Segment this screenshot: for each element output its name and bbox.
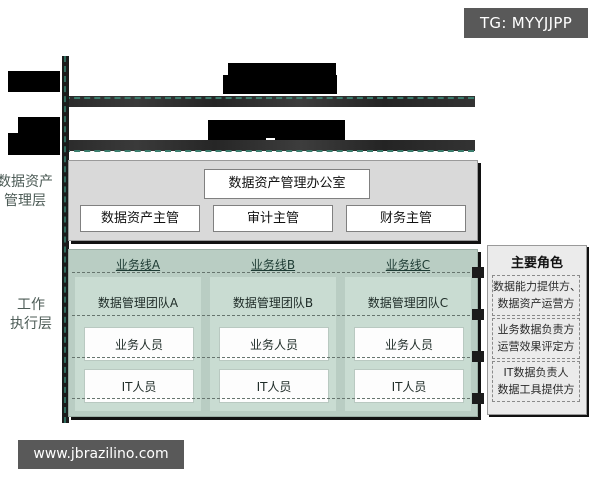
separator-bar-upper (62, 96, 475, 107)
row-guide-team-bot (72, 315, 480, 316)
business-staff-a[interactable]: 业务人员 (84, 327, 194, 361)
role-line-3b: 数据工具提供方 (497, 383, 575, 396)
role-box-audit-director[interactable]: 审计主管 (213, 205, 333, 232)
separator-bar-lower (62, 140, 475, 151)
role-line-2a: 业务数据负责方 (497, 323, 575, 336)
it-staff-b[interactable]: IT人员 (219, 369, 329, 403)
separator-dash-upper (64, 97, 474, 99)
business-line-column-c[interactable]: 业务线C 数据管理团队C 业务人员 IT人员 (345, 255, 471, 411)
redaction-bar-title-2 (223, 75, 337, 94)
role-line-1b: 数据资产运营方 (497, 297, 575, 310)
separator-dash-lower (64, 150, 474, 152)
business-line-body-b: 数据管理团队B 业务人员 IT人员 (210, 277, 336, 411)
business-line-title-b: 业务线B (250, 258, 296, 272)
layer-label-management: 数据资产 管理层 (0, 173, 56, 211)
layer-label-execution-line2: 执行层 (10, 316, 52, 332)
redaction-bar-left-3 (8, 133, 60, 155)
layer-label-execution: 工作 执行层 (2, 296, 60, 334)
business-line-body-a: 数据管理团队A 业务人员 IT人员 (75, 277, 201, 411)
it-staff-a[interactable]: IT人员 (84, 369, 194, 403)
business-line-title-a: 业务线A (115, 258, 161, 272)
role-line-1a: 数据能力提供方、 (493, 280, 581, 293)
diagram-spine-dash (64, 56, 66, 423)
redaction-bar-title-1 (228, 63, 336, 77)
layer-label-management-line1: 数据资产 (0, 174, 53, 190)
role-group-it-data[interactable]: IT数据负责人 数据工具提供方 (492, 361, 580, 402)
business-line-body-c: 数据管理团队C 业务人员 IT人员 (345, 277, 471, 411)
data-management-team-b[interactable]: 数据管理团队B (232, 295, 314, 310)
website-watermark-badge: www.jbrazilino.com (18, 440, 184, 469)
layer-label-execution-line1: 工作 (17, 297, 45, 313)
row-guide-biz-bot (72, 357, 480, 358)
connector-team-row (472, 267, 484, 278)
role-group-data-capability[interactable]: 数据能力提供方、 数据资产运营方 (492, 275, 581, 316)
role-line-3a: IT数据负责人 (503, 366, 569, 379)
connector-between-1 (472, 309, 484, 320)
data-asset-management-office-box[interactable]: 数据资产管理办公室 (204, 169, 370, 199)
business-line-column-b[interactable]: 业务线B 数据管理团队B 业务人员 IT人员 (210, 255, 336, 411)
it-staff-c[interactable]: IT人员 (354, 369, 464, 403)
redaction-bar-left-1 (8, 71, 60, 92)
business-line-column-a[interactable]: 业务线A 数据管理团队A 业务人员 IT人员 (75, 255, 201, 411)
role-box-finance-director[interactable]: 财务主管 (346, 205, 466, 232)
data-management-team-c[interactable]: 数据管理团队C (367, 295, 449, 310)
role-line-2b: 运营效果评定方 (497, 340, 575, 353)
primary-roles-title: 主要角色 (510, 256, 563, 271)
telegram-watermark-badge: TG: MYYJJPP (464, 8, 588, 38)
connector-business-row (472, 351, 484, 362)
business-staff-b[interactable]: 业务人员 (219, 327, 329, 361)
row-guide-it-bot (72, 398, 480, 399)
connector-it-row (472, 393, 484, 404)
data-management-team-a[interactable]: 数据管理团队A (97, 295, 179, 310)
primary-roles-panel: 主要角色 数据能力提供方、 数据资产运营方 业务数据负责方 运营效果评定方 IT… (487, 245, 587, 415)
business-line-columns: 业务线A 数据管理团队A 业务人员 IT人员 业务线B 数据管理团队B 业务人员… (75, 255, 471, 411)
business-line-title-c: 业务线C (385, 258, 431, 272)
layer-label-management-line2: 管理层 (4, 193, 46, 209)
role-box-data-asset-director[interactable]: 数据资产主管 (80, 205, 200, 232)
management-role-row: 数据资产主管 审计主管 财务主管 (80, 205, 466, 232)
execution-layer-panel: 业务线A 数据管理团队A 业务人员 IT人员 业务线B 数据管理团队B 业务人员… (68, 249, 478, 417)
role-group-business-data[interactable]: 业务数据负责方 运营效果评定方 (492, 318, 580, 359)
row-guide-team-top (72, 272, 480, 273)
business-staff-c[interactable]: 业务人员 (354, 327, 464, 361)
management-layer-panel: 数据资产管理办公室 数据资产主管 审计主管 财务主管 (68, 160, 478, 241)
